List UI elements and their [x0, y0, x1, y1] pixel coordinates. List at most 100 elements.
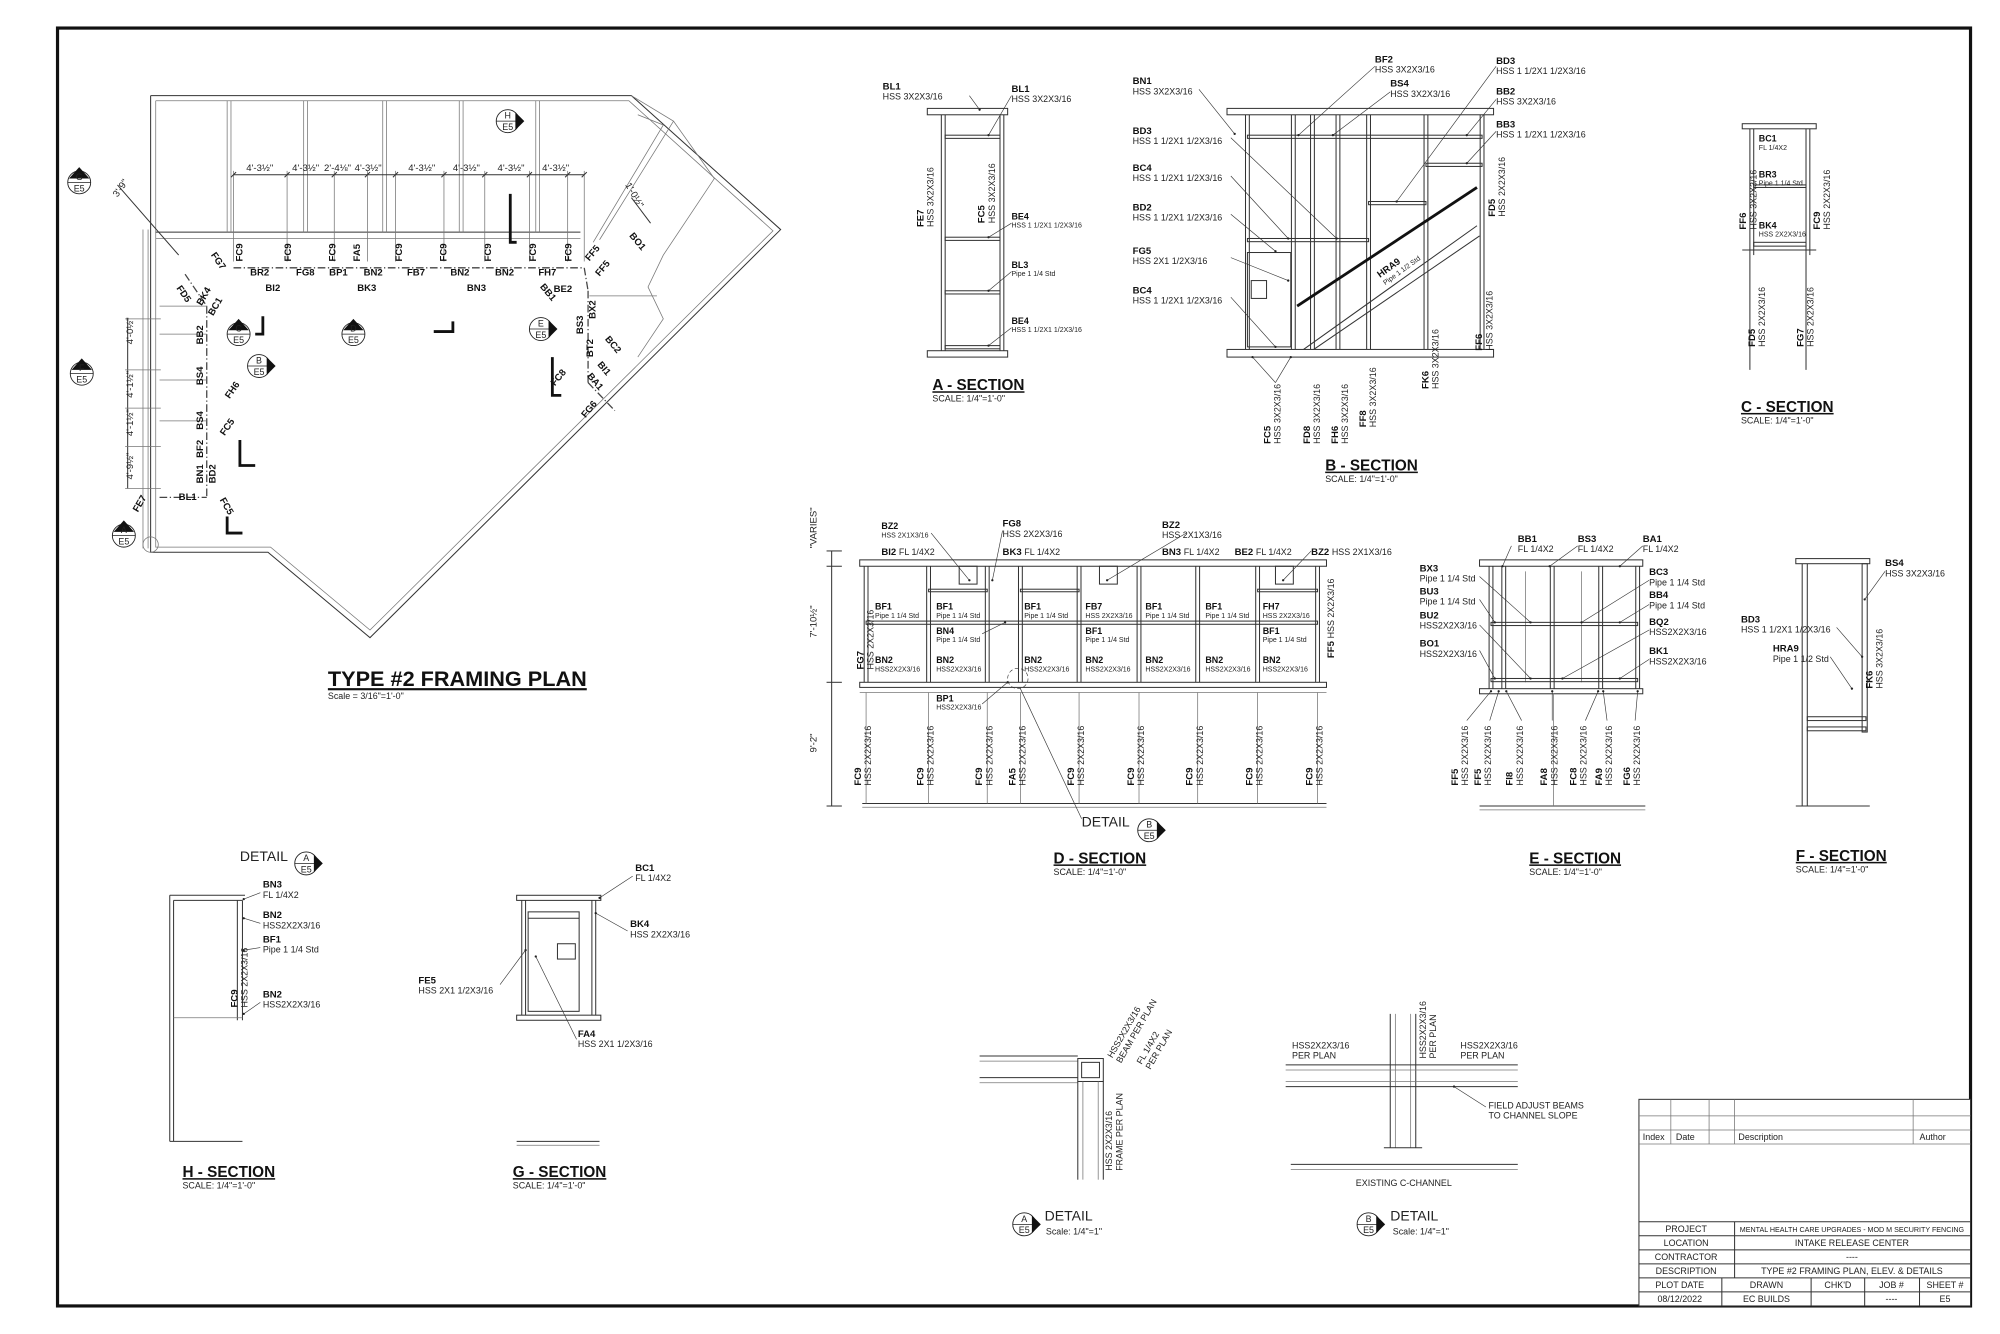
dimension-tick — [481, 171, 488, 178]
member-mark: BF1 — [1085, 626, 1102, 636]
leader-line — [1549, 545, 1578, 567]
leader-line — [1581, 580, 1650, 623]
leader-line — [969, 95, 980, 110]
wall-outline — [592, 114, 664, 243]
plan-member-label: BS4 — [195, 411, 206, 430]
section-marker-letter: G — [76, 172, 83, 182]
leader-arrow-icon — [242, 897, 245, 901]
leader-line — [1230, 175, 1289, 239]
plan-member-label: BL1 — [179, 492, 198, 503]
member-spec: HSS 3X2X3/16 — [1133, 86, 1193, 96]
leader-arrow-icon — [1233, 132, 1236, 136]
member-spec: FL 1/4X2 — [1578, 544, 1614, 554]
member-spec: HSS2X2X3/16 — [1420, 621, 1477, 631]
leader-arrow-icon — [1636, 690, 1639, 693]
leader-arrow-icon — [1297, 134, 1300, 137]
frame-rect — [944, 134, 1001, 139]
member-spec: HSS2X2X3/16 — [936, 666, 981, 673]
member-callout: BK3 FL 1/4X2 — [1003, 547, 1061, 558]
dimension-tick — [364, 171, 371, 178]
member-mark: FA9 — [1594, 768, 1605, 786]
section-arrow-icon — [1156, 821, 1166, 840]
plan-member-label: FC9 — [394, 243, 405, 261]
member-mark: BS3 — [1578, 534, 1597, 545]
member-spec: HSS2X2X3/16 — [1649, 627, 1706, 637]
frame-rect — [1098, 565, 1118, 585]
member-spec: HSS 1 1/2X1 1/2X3/16 — [1011, 223, 1082, 230]
detail-b-marker: BE5 — [1356, 1212, 1386, 1237]
dimension-text: 4'-3½" — [355, 163, 382, 174]
frame-member-line — [184, 273, 208, 307]
plan-member-label: FG8 — [296, 267, 315, 278]
section-marker-sheet: E5 — [1144, 831, 1155, 841]
leader-line — [1562, 629, 1650, 679]
dimension-tick — [564, 171, 571, 178]
detail-a-title: DETAIL — [1045, 1207, 1093, 1223]
section-marker-sheet: E5 — [1019, 1225, 1030, 1235]
frame-rect — [926, 107, 1009, 116]
dimension-tick — [526, 171, 533, 178]
member-spec: HSS 2X2X3/16 — [1579, 726, 1589, 786]
member-spec: FL 1/4X2 — [1184, 547, 1220, 557]
section-arrow-icon — [1031, 1215, 1041, 1234]
leader-line — [1466, 99, 1497, 136]
member-spec: HSS 2X2X3/16 — [1483, 726, 1493, 786]
section-cut-line — [255, 316, 265, 336]
member-mark: FF6 — [1738, 213, 1749, 230]
detail-note-line: PER PLAN — [1460, 1051, 1504, 1061]
frame-rect — [1246, 237, 1370, 243]
member-mark: BF2 — [1375, 54, 1393, 65]
plan-member-label: FB7 — [407, 267, 425, 278]
title-block-frame — [1638, 1098, 1972, 1307]
member-mark: FF8 — [1358, 410, 1369, 428]
section-cut-marker: FE5 — [69, 358, 94, 386]
plan-scale: Scale = 3/16"=1'-0" — [328, 691, 404, 701]
detail-note-line: TO CHANNEL SLOPE — [1488, 1110, 1577, 1120]
section-cut-line — [225, 516, 243, 535]
leader-arrow-icon — [1618, 621, 1621, 624]
section-g-title: G - SECTION — [513, 1164, 606, 1181]
leader-line — [599, 875, 633, 899]
title-block-label: CONTRACTOR — [1655, 1252, 1718, 1262]
frame-rect — [1795, 558, 1871, 565]
member-mark: FF5 — [1473, 768, 1484, 786]
leader-arrow-icon — [1331, 134, 1335, 137]
dimension-tick — [392, 171, 399, 178]
frame-rect — [1806, 716, 1867, 722]
leader-line — [1106, 532, 1187, 581]
section-cut-marker: HE5 — [495, 109, 525, 134]
member-mark: BC4 — [1133, 285, 1153, 296]
dimension-tick — [230, 171, 237, 178]
leader-line — [243, 1002, 261, 1015]
section-marker-sheet: E5 — [118, 537, 129, 547]
leader-arrow-icon — [987, 344, 990, 347]
detail-note-line: FRAME PER PLAN — [1114, 1093, 1124, 1171]
member-spec: HSS 1 1/2X1 1/2X3/16 — [1496, 130, 1586, 140]
member-mark: BU3 — [1420, 586, 1439, 597]
leader-arrow-icon — [1274, 345, 1277, 349]
dimension-text: 4'-3½" — [292, 163, 319, 174]
member-mark: BP1 — [936, 693, 953, 703]
detail-note-line: PER PLAN — [1428, 1014, 1438, 1058]
member-mark: BN3 — [1162, 547, 1184, 558]
member-mark: BO1 — [1420, 639, 1440, 650]
frame-rect — [1806, 726, 1867, 732]
leader-line — [1332, 91, 1391, 136]
member-mark: FC9 — [1185, 768, 1196, 786]
member-spec: HSS2X2X3/16 — [1024, 666, 1069, 673]
member-mark: FK6 — [1421, 371, 1432, 389]
